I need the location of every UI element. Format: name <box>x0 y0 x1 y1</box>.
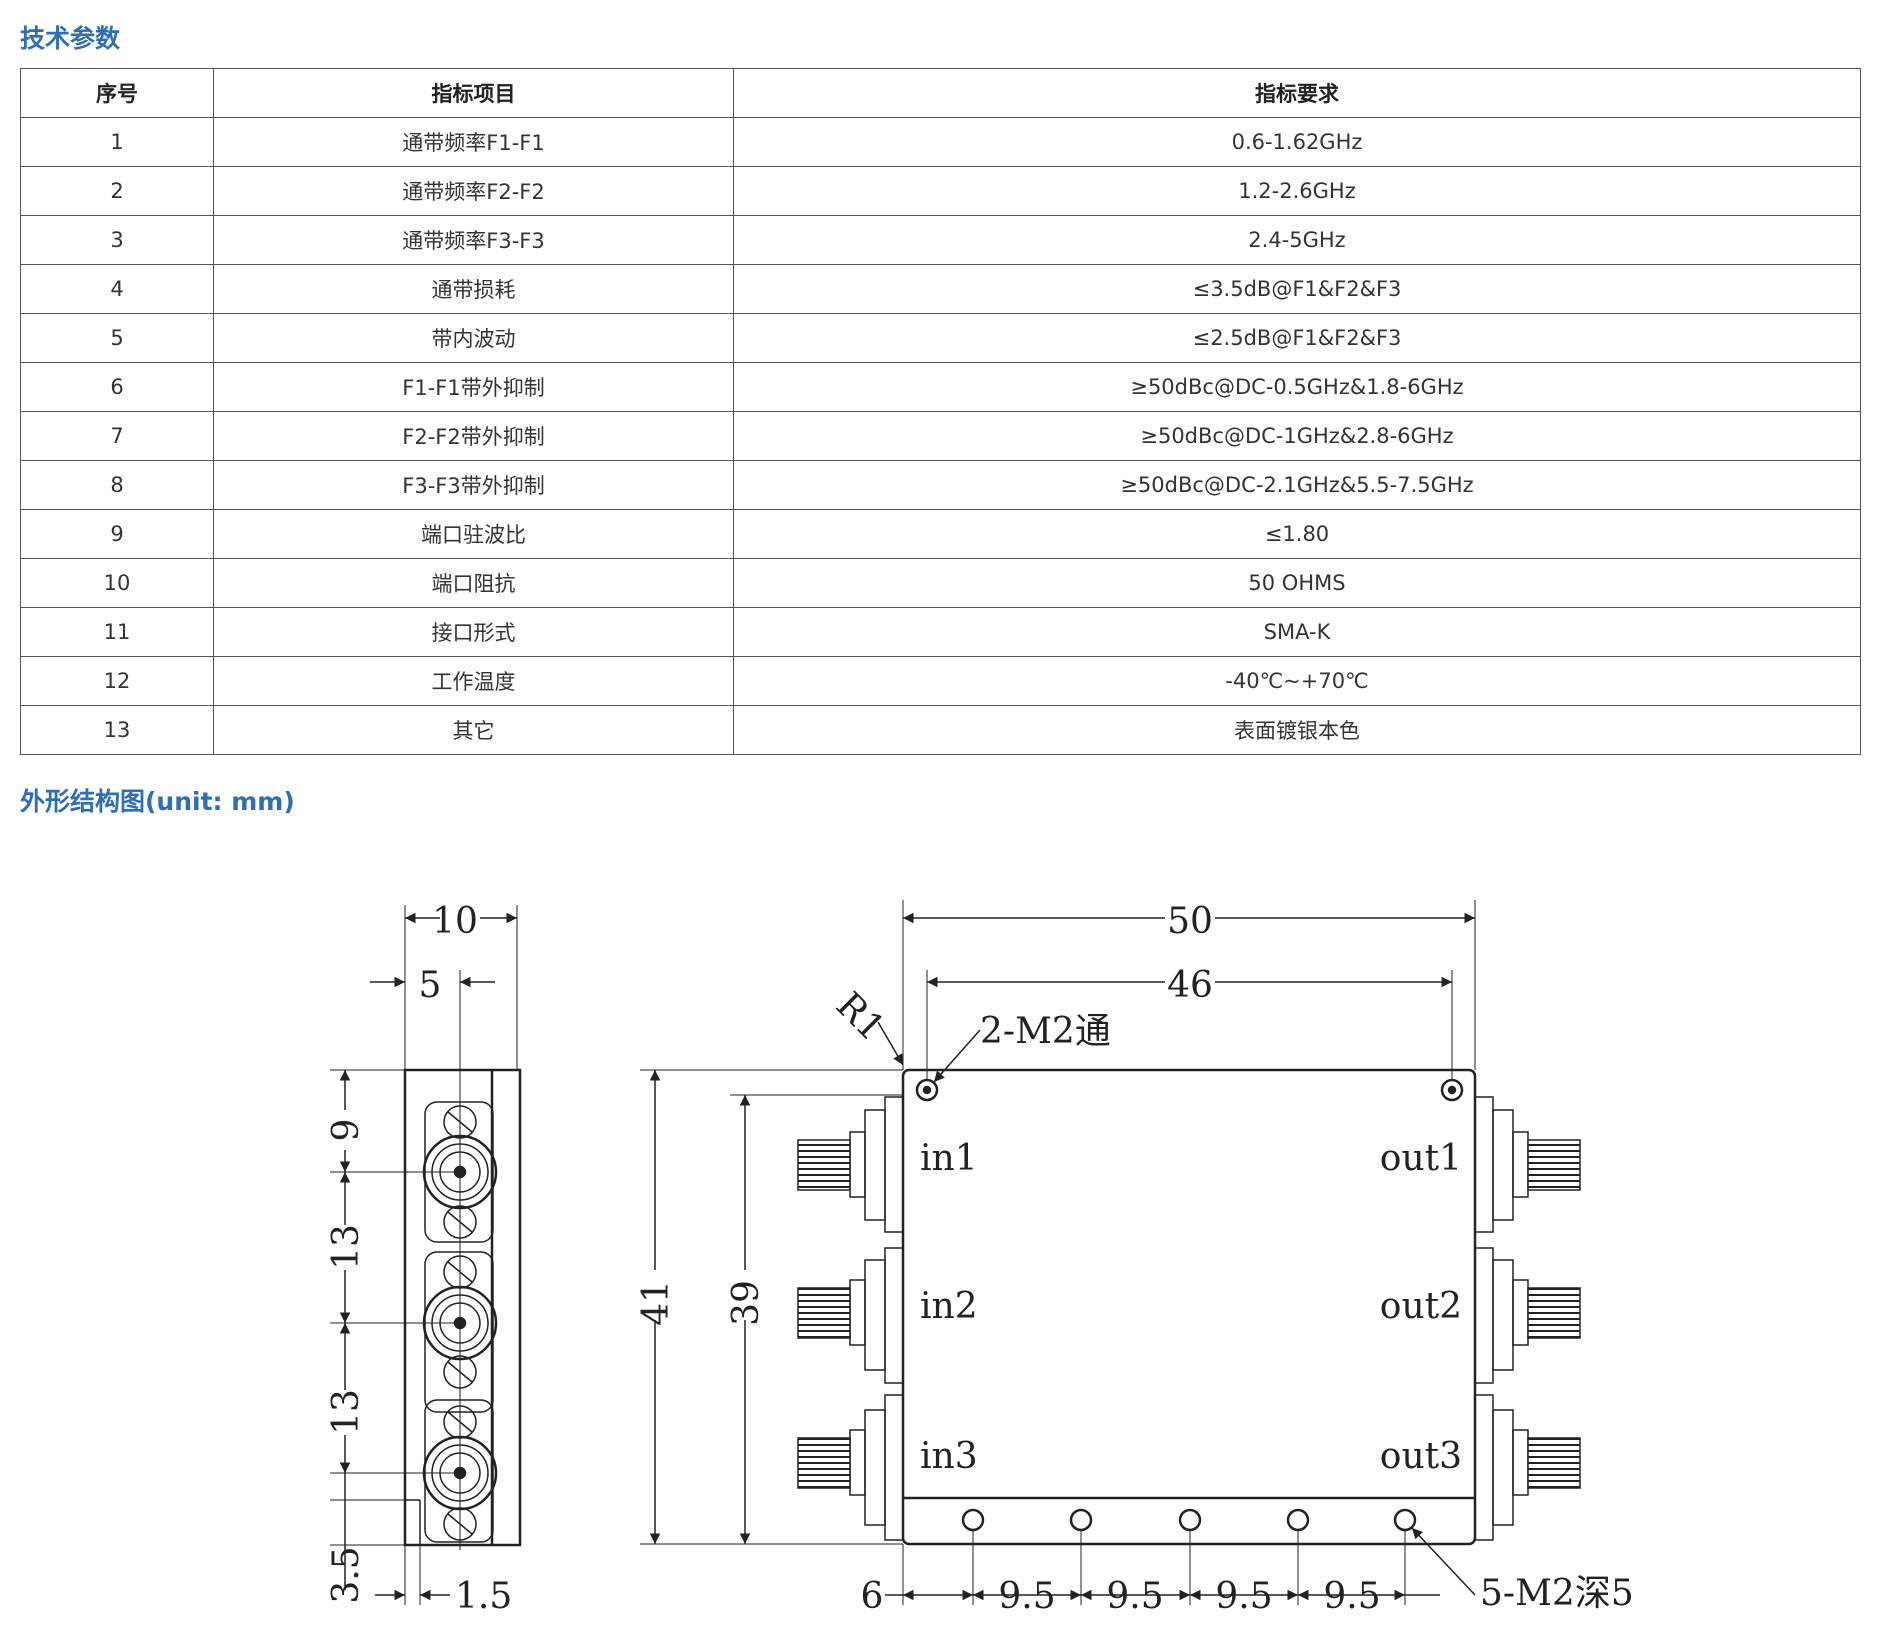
cell-requirement: 50 OHMS <box>733 558 1861 608</box>
cell-item: 端口阻抗 <box>213 558 734 608</box>
dim-13-b: 13 <box>326 1389 367 1435</box>
label-bottom-holes: 5-M2深5 <box>1480 1573 1634 1614</box>
dim-spacing-46: 46 <box>1167 965 1213 1006</box>
port-out1: out1 <box>1380 1138 1462 1179</box>
dim-height-41: 41 <box>636 1280 677 1326</box>
cell-item: 通带频率F2-F2 <box>213 166 734 216</box>
cell-item: 其它 <box>213 705 734 755</box>
section-title-spec: 技术参数 <box>20 24 121 53</box>
cell-item: 工作温度 <box>213 656 734 706</box>
cell-index: 8 <box>20 460 214 510</box>
label-mount-holes: 2-M2通 <box>980 1011 1111 1052</box>
cell-requirement: ≥50dBc@DC-1GHz&2.8-6GHz <box>733 411 1861 461</box>
side-view-dimension-labels: 10 5 9 13 13 3.5 1.5 <box>326 901 512 1617</box>
cell-index: 12 <box>20 656 214 706</box>
cell-index: 2 <box>20 166 214 216</box>
cell-requirement: ≤1.80 <box>733 509 1861 559</box>
cell-index: 4 <box>20 264 214 314</box>
cell-requirement: SMA-K <box>733 607 1861 657</box>
cell-requirement: -40℃~+70℃ <box>733 656 1861 706</box>
dim-length-50: 50 <box>1167 901 1213 942</box>
dim-width-5: 5 <box>419 965 442 1006</box>
top-view <box>640 900 1581 1605</box>
cell-item: 通带损耗 <box>213 264 734 314</box>
cell-index: 7 <box>20 411 214 461</box>
cell-item: 端口驻波比 <box>213 509 734 559</box>
cell-requirement: 2.4-5GHz <box>733 215 1861 265</box>
dim-offset-6: 6 <box>861 1576 884 1617</box>
cell-item: 通带频率F3-F3 <box>213 215 734 265</box>
cell-requirement: ≥50dBc@DC-0.5GHz&1.8-6GHz <box>733 362 1861 412</box>
port-out3: out3 <box>1380 1436 1462 1477</box>
label-corner-radius: R1 <box>828 985 892 1049</box>
column-header-item: 指标项目 <box>213 68 734 118</box>
cell-index: 3 <box>20 215 214 265</box>
cell-item: F3-F3带外抑制 <box>213 460 734 510</box>
cell-requirement: 表面镀银本色 <box>733 705 1861 755</box>
port-in3: in3 <box>920 1436 978 1477</box>
cell-index: 11 <box>20 607 214 657</box>
cell-requirement: ≤2.5dB@F1&F2&F3 <box>733 313 1861 363</box>
column-header-index: 序号 <box>20 68 214 118</box>
dim-3-5: 3.5 <box>326 1546 367 1603</box>
cell-requirement: ≥50dBc@DC-2.1GHz&5.5-7.5GHz <box>733 460 1861 510</box>
section-title-outline: 外形结构图(unit: mm) <box>20 787 295 816</box>
cell-item: F2-F2带外抑制 <box>213 411 734 461</box>
dim-height-39: 39 <box>726 1280 767 1326</box>
cell-requirement: 0.6-1.62GHz <box>733 117 1861 167</box>
dim-width-10: 10 <box>432 901 478 942</box>
top-view-labels: 50 46 R1 2-M2通 41 39 6 9.5 9.5 9.5 9.5 5… <box>636 901 1634 1617</box>
port-in2: in2 <box>920 1286 978 1327</box>
table-header-row: 序号 指标项目 指标要求 <box>20 68 1861 118</box>
cell-item: 通带频率F1-F1 <box>213 117 734 167</box>
cell-item: 接口形式 <box>213 607 734 657</box>
cell-requirement: 1.2-2.6GHz <box>733 166 1861 216</box>
outline-drawing: 10 5 9 13 13 3.5 1.5 <box>326 900 1634 1617</box>
cell-index: 5 <box>20 313 214 363</box>
cell-index: 6 <box>20 362 214 412</box>
cell-requirement: ≤3.5dB@F1&F2&F3 <box>733 264 1861 314</box>
cell-item: F1-F1带外抑制 <box>213 362 734 412</box>
side-view <box>330 905 522 1605</box>
dim-pitch-4: 9.5 <box>1323 1576 1380 1617</box>
port-out2: out2 <box>1380 1286 1462 1327</box>
cell-index: 1 <box>20 117 214 167</box>
cell-index: 9 <box>20 509 214 559</box>
dim-13-a: 13 <box>326 1224 367 1270</box>
dim-pitch-1: 9.5 <box>998 1576 1055 1617</box>
dim-pitch-2: 9.5 <box>1106 1576 1163 1617</box>
dim-9: 9 <box>326 1119 367 1142</box>
column-header-requirement: 指标要求 <box>733 68 1861 118</box>
cell-index: 10 <box>20 558 214 608</box>
port-in1: in1 <box>920 1138 978 1179</box>
dim-pitch-3: 9.5 <box>1215 1576 1272 1617</box>
dim-1-5: 1.5 <box>455 1576 512 1617</box>
cell-item: 带内波动 <box>213 313 734 363</box>
cell-index: 13 <box>20 705 214 755</box>
